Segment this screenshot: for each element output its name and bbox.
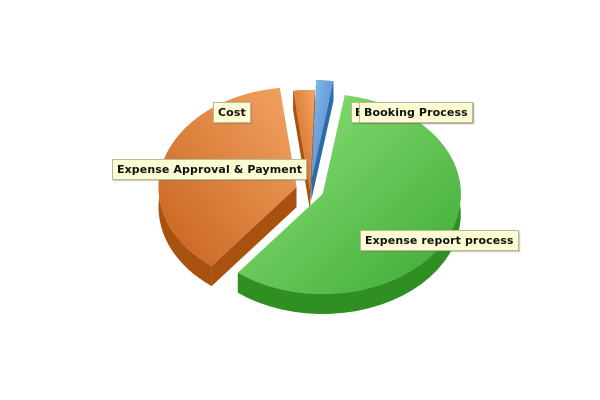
- pie-slice-top: [311, 80, 334, 180]
- slice-label-booking-process: Booking Process: [359, 102, 473, 123]
- slice-label-expense-report: Expense report process: [360, 230, 519, 251]
- pie-slice-cut-face: [293, 90, 310, 210]
- pie-slice-top: [293, 90, 315, 190]
- pie-slice-booking-process: [311, 80, 334, 200]
- pie-slice-side: [237, 95, 461, 314]
- pie-slice-cut-face: [211, 187, 297, 287]
- pie-slice-cost: [293, 90, 315, 210]
- slice-label-expense-approval: Expense Approval & Payment: [112, 159, 308, 180]
- slice-label-cost: Cost: [213, 102, 251, 123]
- pie-slice-cut-face: [311, 81, 334, 200]
- pie-slice-cut-face: [310, 90, 315, 210]
